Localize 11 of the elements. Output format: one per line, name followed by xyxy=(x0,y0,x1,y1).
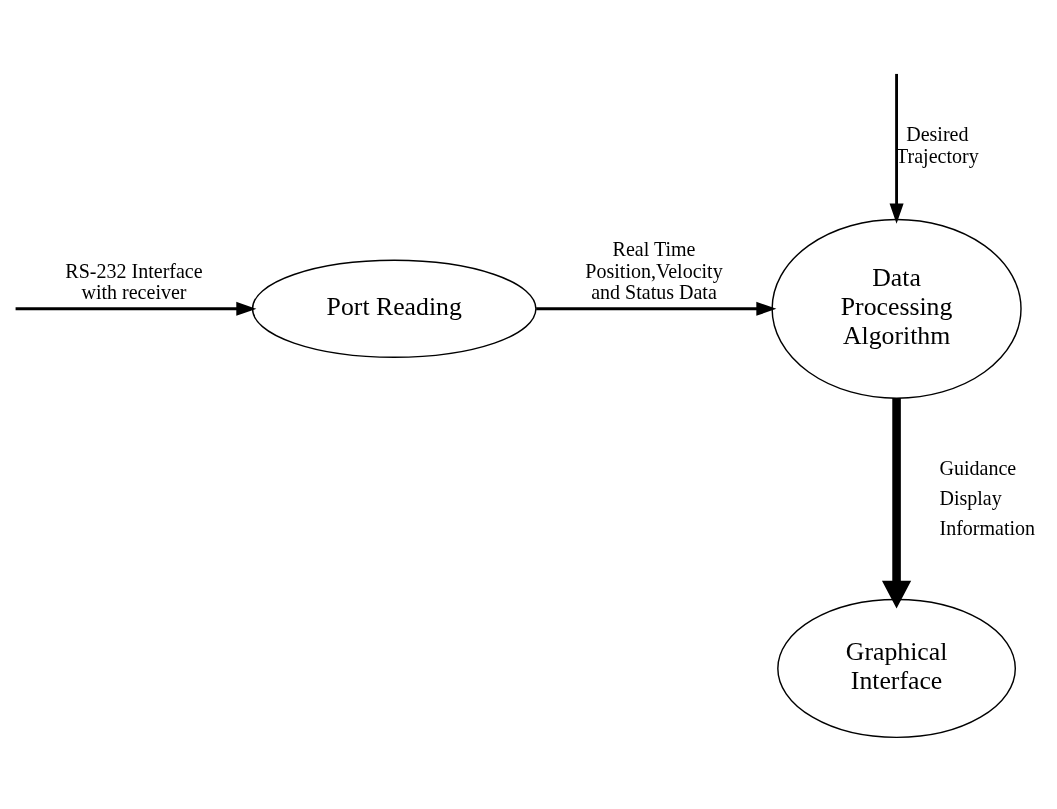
arrow xyxy=(881,397,912,608)
node-ellipse: Data Processing Algorithm xyxy=(771,218,1022,399)
edge-label: Desired Trajectory xyxy=(896,122,979,167)
edge-label: Real Time Position,Velocity and Status Data xyxy=(585,237,723,303)
arrow xyxy=(15,301,257,316)
edge-label: RS-232 Interface with receiver xyxy=(65,259,203,303)
edge-label: Guidance Display Information xyxy=(939,456,1036,539)
arrow xyxy=(536,301,777,316)
arrow xyxy=(889,73,904,224)
node-ellipse: Graphical Interface xyxy=(777,598,1016,738)
node-ellipse: Port Reading xyxy=(251,259,537,358)
